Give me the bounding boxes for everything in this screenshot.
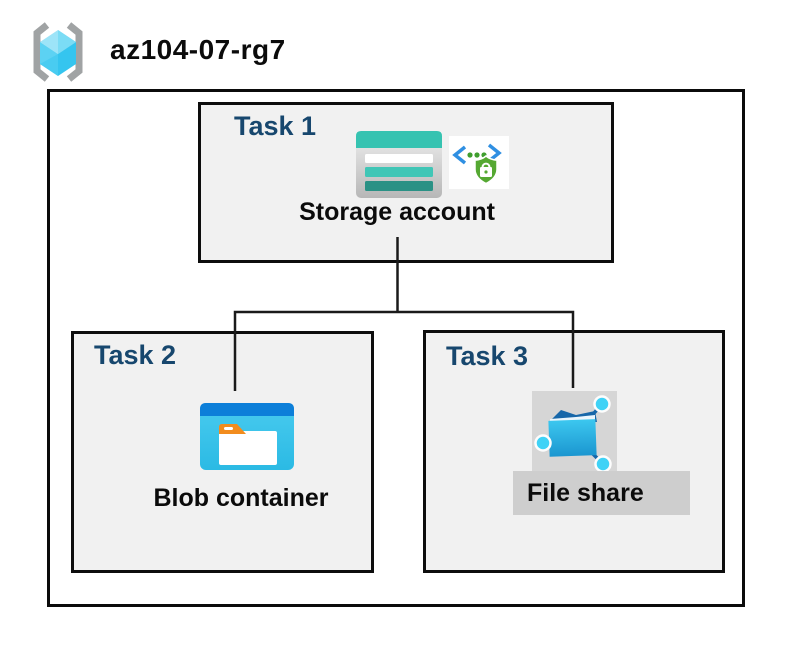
blob-container-label: Blob container — [153, 484, 329, 512]
blob-container-icon — [200, 403, 294, 470]
task3-label: Task 3 — [446, 341, 529, 371]
task1-box: Task 1 Storage account — [198, 102, 614, 263]
file-share-label: File share — [513, 471, 690, 515]
storage-account-label: Storage account — [299, 198, 495, 226]
file-share-icon — [534, 395, 612, 473]
resource-group-header: az104-07-rg7 — [0, 0, 788, 89]
file-share-icon-background — [532, 391, 617, 473]
task1-label: Task 1 — [234, 111, 317, 141]
task2-box: Task 2 Blob container — [71, 331, 374, 573]
code-lock-shield-icon — [449, 136, 509, 189]
resource-group-icon — [33, 22, 83, 82]
storage-account-icon — [356, 131, 442, 198]
task2-label: Task 2 — [94, 340, 177, 370]
task3-box: Task 3 File share — [423, 330, 725, 573]
resource-group-name: az104-07-rg7 — [110, 34, 286, 65]
